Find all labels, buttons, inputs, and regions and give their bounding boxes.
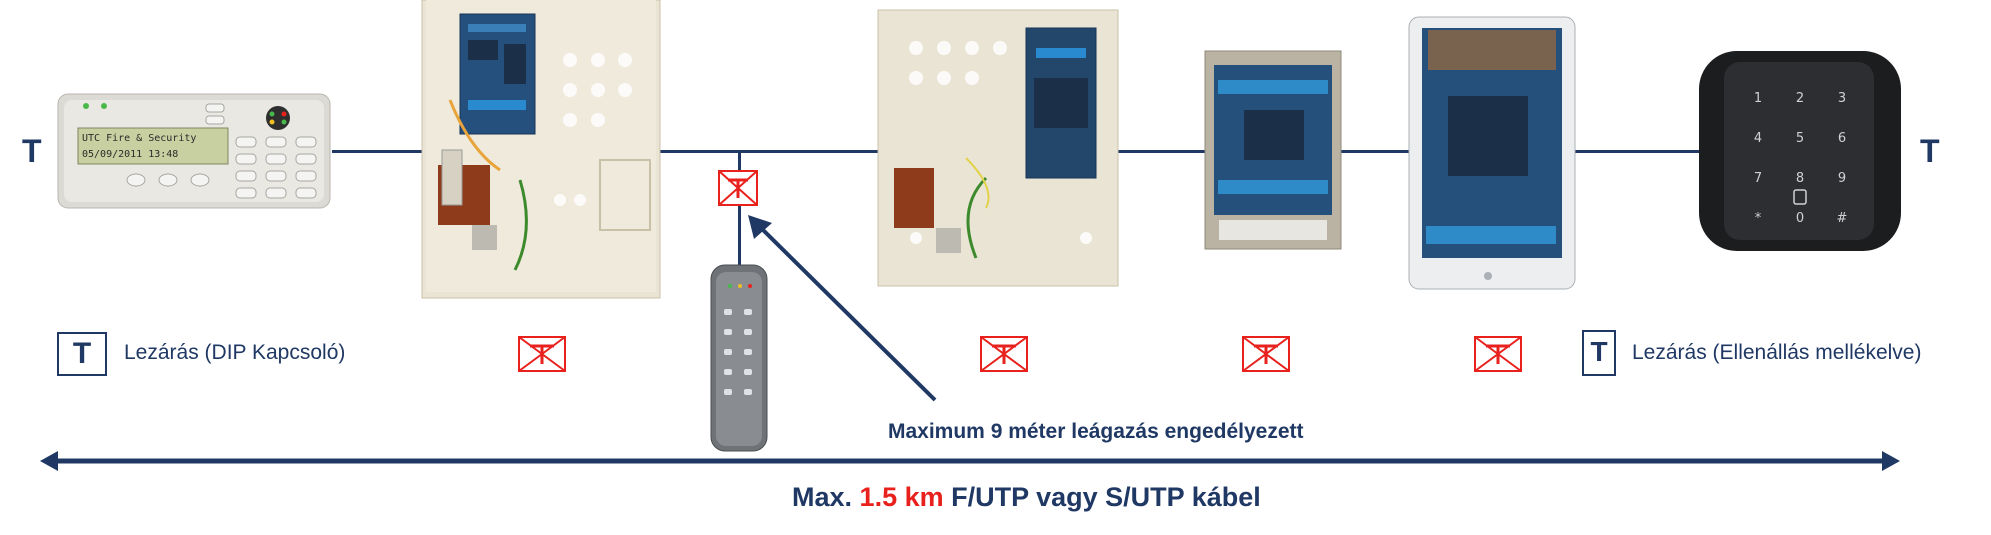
legend-termination-box-right: T xyxy=(1582,330,1616,376)
footer-distance: 1.5 km xyxy=(859,482,944,512)
distance-double-arrow xyxy=(40,451,1900,471)
branch-arrow xyxy=(748,215,937,402)
touch-keypad-reader: 1 2 3 4 5 6 7 8 9 * 0 # xyxy=(1698,50,1902,252)
keypad-display-line1: UTC Fire & Security xyxy=(82,133,196,144)
reader-key-0: 0 xyxy=(1796,211,1804,226)
reader-key-star: * xyxy=(1755,211,1762,226)
termination-cross-icon-expansion xyxy=(980,336,1028,372)
bus-line-left-1 xyxy=(332,150,422,153)
termination-cross-icon-door xyxy=(1474,336,1522,372)
reader-key-7: 7 xyxy=(1754,171,1762,186)
reader-key-6: 6 xyxy=(1838,131,1846,146)
bus-line-right-1 xyxy=(1337,150,1412,153)
footer-prefix: Max. xyxy=(792,482,853,512)
reader-key-1: 1 xyxy=(1754,91,1762,106)
legend-termination-box-left: T xyxy=(57,332,107,376)
termination-cross-icon-branch xyxy=(718,170,758,206)
footer-suffix: F/UTP vagy S/UTP kábel xyxy=(951,482,1261,512)
reader-key-2: 2 xyxy=(1796,91,1804,106)
bus-line-mid xyxy=(1117,150,1209,153)
io-module xyxy=(1204,50,1342,250)
reader-key-4: 4 xyxy=(1754,131,1762,146)
termination-cross-icon-io xyxy=(1242,336,1290,372)
control-panel-enclosure xyxy=(420,0,662,300)
legend-text-left: Lezárás (DIP Kapcsoló) xyxy=(124,341,346,364)
cable-length-footer: Max. 1.5 km F/UTP vagy S/UTP kábel xyxy=(792,482,1261,513)
reader-key-5: 5 xyxy=(1796,131,1804,146)
termination-cross-icon-panel xyxy=(518,336,566,372)
branch-stub-line xyxy=(738,150,741,268)
bus-line-left-2 xyxy=(660,150,890,153)
door-controller-module xyxy=(1408,16,1576,290)
reader-key-9: 9 xyxy=(1838,171,1846,186)
proximity-reader-keypad xyxy=(710,264,768,452)
legend-text-right: Lezárás (Ellenállás mellékelve) xyxy=(1632,341,1922,364)
branch-caption: Maximum 9 méter leágazás engedélyezett xyxy=(888,420,1304,443)
bus-line-right-2 xyxy=(1572,150,1702,153)
lcd-keypad: UTC Fire & Security 05/09/2011 13:48 xyxy=(56,92,333,212)
reader-key-8: 8 xyxy=(1796,171,1804,186)
expansion-panel-enclosure xyxy=(876,8,1120,288)
keypad-display-line2: 05/09/2011 13:48 xyxy=(82,149,178,160)
termination-left: T xyxy=(22,133,42,169)
termination-right: T xyxy=(1920,133,1940,169)
reader-key-hash: # xyxy=(1837,211,1848,226)
reader-key-3: 3 xyxy=(1838,91,1846,106)
